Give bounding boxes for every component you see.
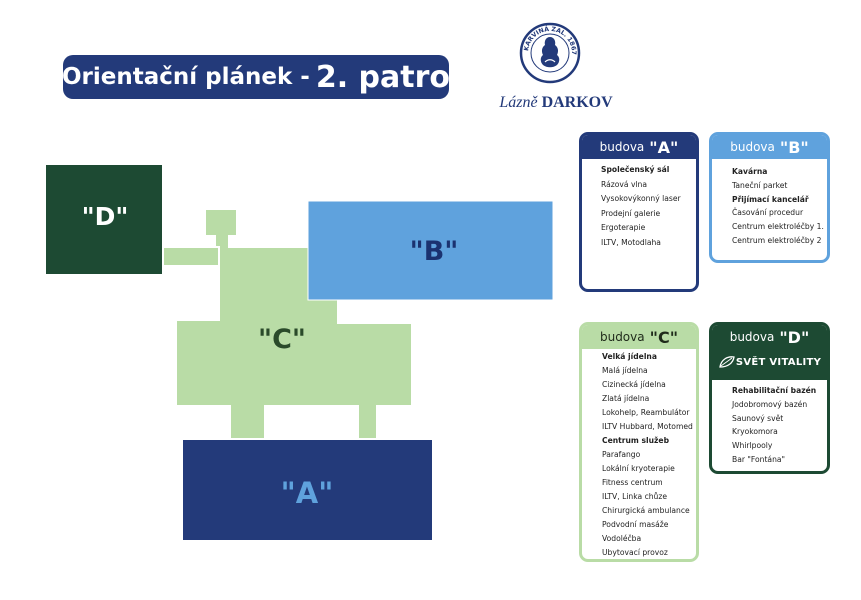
legend-item: Vysokovýkonný laser	[601, 194, 681, 203]
page-title: Orientační plánek - 2. patro	[61, 55, 451, 99]
legend-item: ILTV Hubbard, Motomed	[602, 422, 693, 431]
legend-item: Časování procedur	[732, 208, 804, 218]
legend-item: Malá jídelna	[602, 366, 648, 375]
legend-item: Přijímací kancelář	[732, 194, 809, 204]
legend-item: Taneční parket	[732, 180, 788, 190]
legend-item: Ergoterapie	[601, 223, 646, 232]
building-a-label: "A"	[281, 476, 334, 510]
leaf-icon	[719, 356, 735, 368]
legend-item: Bar "Fontána"	[732, 454, 786, 464]
legend-item: Rehabilitační bazén	[732, 386, 817, 395]
legend-item: Saunový svět	[732, 413, 784, 423]
legend-c-letter: "C"	[649, 327, 679, 347]
title-prefix: Orientační plánek -	[61, 64, 310, 90]
legend-item: Podvodní masáže	[602, 520, 669, 529]
logo-wordmark: Lázně DARKOV	[493, 94, 619, 112]
legend-item: Velká jídelna	[602, 352, 657, 361]
legend-item: Lokální kryoterapie	[602, 464, 675, 473]
building-b-shape[interactable]	[307, 200, 554, 301]
logo-name-bold: DARKOV	[541, 94, 613, 111]
legend-item: Centrum elektroléčby 2	[732, 235, 822, 245]
legend-item: Lokohelp, Reambulátor	[602, 408, 690, 417]
legend-a-header: budova "A"	[582, 135, 696, 159]
legend-c-header: budova "C"	[582, 325, 696, 349]
legend-item: Zlatá jídelna	[602, 394, 650, 403]
legend-b-header: budova "B"	[712, 135, 827, 159]
legend-a-prefix: budova	[599, 140, 645, 154]
legend-c-prefix: budova	[599, 330, 645, 344]
svet-vitality-badge: SVĚT VITALITY	[712, 349, 827, 375]
legend-item: Ubytovací provoz	[602, 548, 668, 557]
legend-item: Chirurgická ambulance	[602, 506, 690, 515]
legend-item: Centrum elektroléčby 1.	[732, 222, 824, 232]
legend-item: Kryokomora	[732, 427, 778, 437]
building-b-label: "B"	[410, 236, 459, 267]
legend-item: Whirlpooly	[732, 441, 773, 451]
legend-item: Parafango	[602, 450, 641, 459]
legend-d-letter: "D"	[779, 327, 810, 347]
building-c-label: "C"	[258, 324, 306, 355]
legend-item: Jodobromový bazén	[732, 399, 808, 409]
legend-item: Společenský sál	[601, 165, 670, 174]
seal-icon: KARVINÁ ZAL. 1867	[519, 22, 581, 84]
legend-item: Vodoléčba	[602, 534, 642, 543]
legend-b-prefix: budova	[730, 140, 775, 154]
darkov-logo: KARVINÁ ZAL. 1867 Lázně DARKOV	[493, 20, 623, 120]
title-floor: 2. patro	[315, 59, 451, 95]
legend-d-subtitle: SVĚT VITALITY	[735, 356, 822, 368]
logo-name-italic: Lázně	[499, 94, 538, 111]
building-d-shape[interactable]	[44, 163, 164, 276]
legend-item: ILTV, Linka chůze	[602, 492, 668, 501]
legend-item: Centrum služeb	[602, 436, 670, 445]
legend-a-letter: "A"	[649, 137, 679, 157]
legend-building-d: budova "D" SVĚT VITALITY Rehabilitační b…	[709, 322, 830, 474]
building-d-label: "D"	[82, 202, 129, 231]
legend-d-header: budova "D" SVĚT VITALITY	[712, 325, 827, 380]
legend-d-prefix: budova	[729, 330, 775, 344]
legend-b-letter: "B"	[779, 137, 809, 157]
building-a-shape[interactable]	[181, 438, 434, 542]
legend-item: Rázová vlna	[601, 179, 648, 189]
legend-item: ILTV, Motodlaha	[601, 237, 661, 247]
legend-item: Prodejní galerie	[601, 208, 661, 218]
legend-item: Fitness centrum	[602, 478, 663, 487]
legend-item: Cizinecká jídelna	[602, 380, 666, 389]
legend-item: Kavárna	[732, 167, 768, 176]
